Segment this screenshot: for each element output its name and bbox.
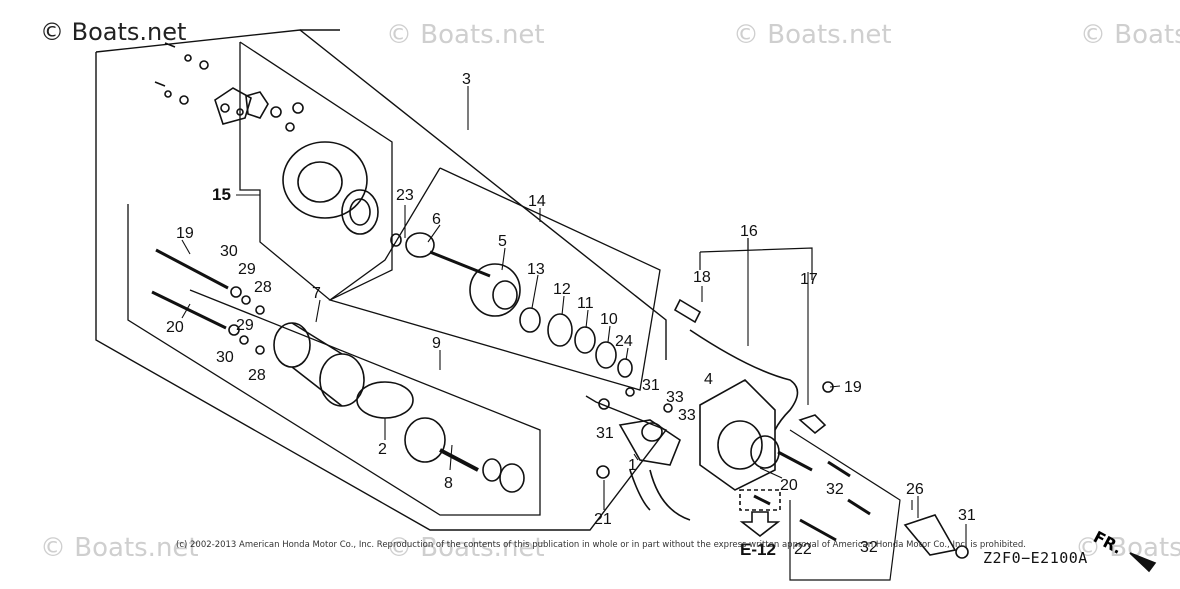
callout-33: 33 — [666, 389, 684, 406]
watermark: © Boats — [1080, 20, 1180, 50]
callout-13: 13 — [527, 261, 545, 278]
callout-28: 28 — [254, 279, 272, 296]
callout-20b: 20 — [166, 319, 184, 336]
callout-5: 5 — [498, 233, 507, 250]
reference-e12: E-12 — [740, 540, 776, 559]
watermark: © Boats.net — [386, 20, 545, 50]
callout-19: 19 — [844, 379, 862, 396]
callout-31b: 31 — [596, 425, 614, 442]
callout-3: 3 — [462, 71, 471, 88]
callout-16: 16 — [740, 223, 758, 240]
callout-1: 1 — [628, 457, 637, 474]
callout-4: 4 — [704, 371, 713, 388]
callout-21: 20 — [780, 477, 798, 494]
callout-30b: 30 — [216, 349, 234, 366]
callout-27: 26 — [906, 481, 924, 498]
callout-10: 10 — [600, 311, 618, 328]
watermark: © Boats.net — [386, 533, 545, 563]
callout-8: 8 — [444, 475, 453, 492]
callout-26: 24 — [615, 333, 633, 350]
callout-32: 32 — [826, 481, 844, 498]
callout-29: 29 — [238, 261, 256, 278]
watermark-brand: © Boats.net — [40, 18, 187, 46]
watermark: © Boats.net — [1075, 533, 1180, 563]
callout-31c: 31 — [958, 507, 976, 524]
callout-15: 15 — [212, 185, 231, 204]
callout-14: 14 — [528, 193, 546, 210]
callout-12: 12 — [553, 281, 571, 298]
callout-28b: 28 — [248, 367, 266, 384]
callout-11: 11 — [577, 295, 594, 312]
callout-29b: 29 — [236, 317, 254, 334]
callout-23: 22 — [794, 541, 812, 558]
callout-32b: 32 — [860, 539, 878, 556]
callout-18: 18 — [693, 269, 711, 286]
callout-6: 6 — [432, 211, 441, 228]
callout-2: 2 — [378, 441, 387, 458]
callout-20: 19 — [176, 225, 194, 242]
watermark: © Boats.net — [40, 533, 199, 563]
callout-25: 23 — [396, 187, 414, 204]
callout-31: 31 — [642, 377, 660, 394]
callout-17: 17 — [800, 271, 818, 288]
callout-30: 30 — [220, 243, 238, 260]
copyright-notice: (c) 2002-2013 American Honda Motor Co., … — [176, 540, 1026, 550]
diagram-code: Z2F0−E2100A — [983, 549, 1088, 567]
watermark: © Boats.net — [733, 20, 892, 50]
callout-22: 21 — [594, 511, 612, 528]
callout-33b: 33 — [678, 407, 696, 424]
callout-9: 9 — [432, 335, 441, 352]
callout-7: 7 — [312, 285, 321, 302]
